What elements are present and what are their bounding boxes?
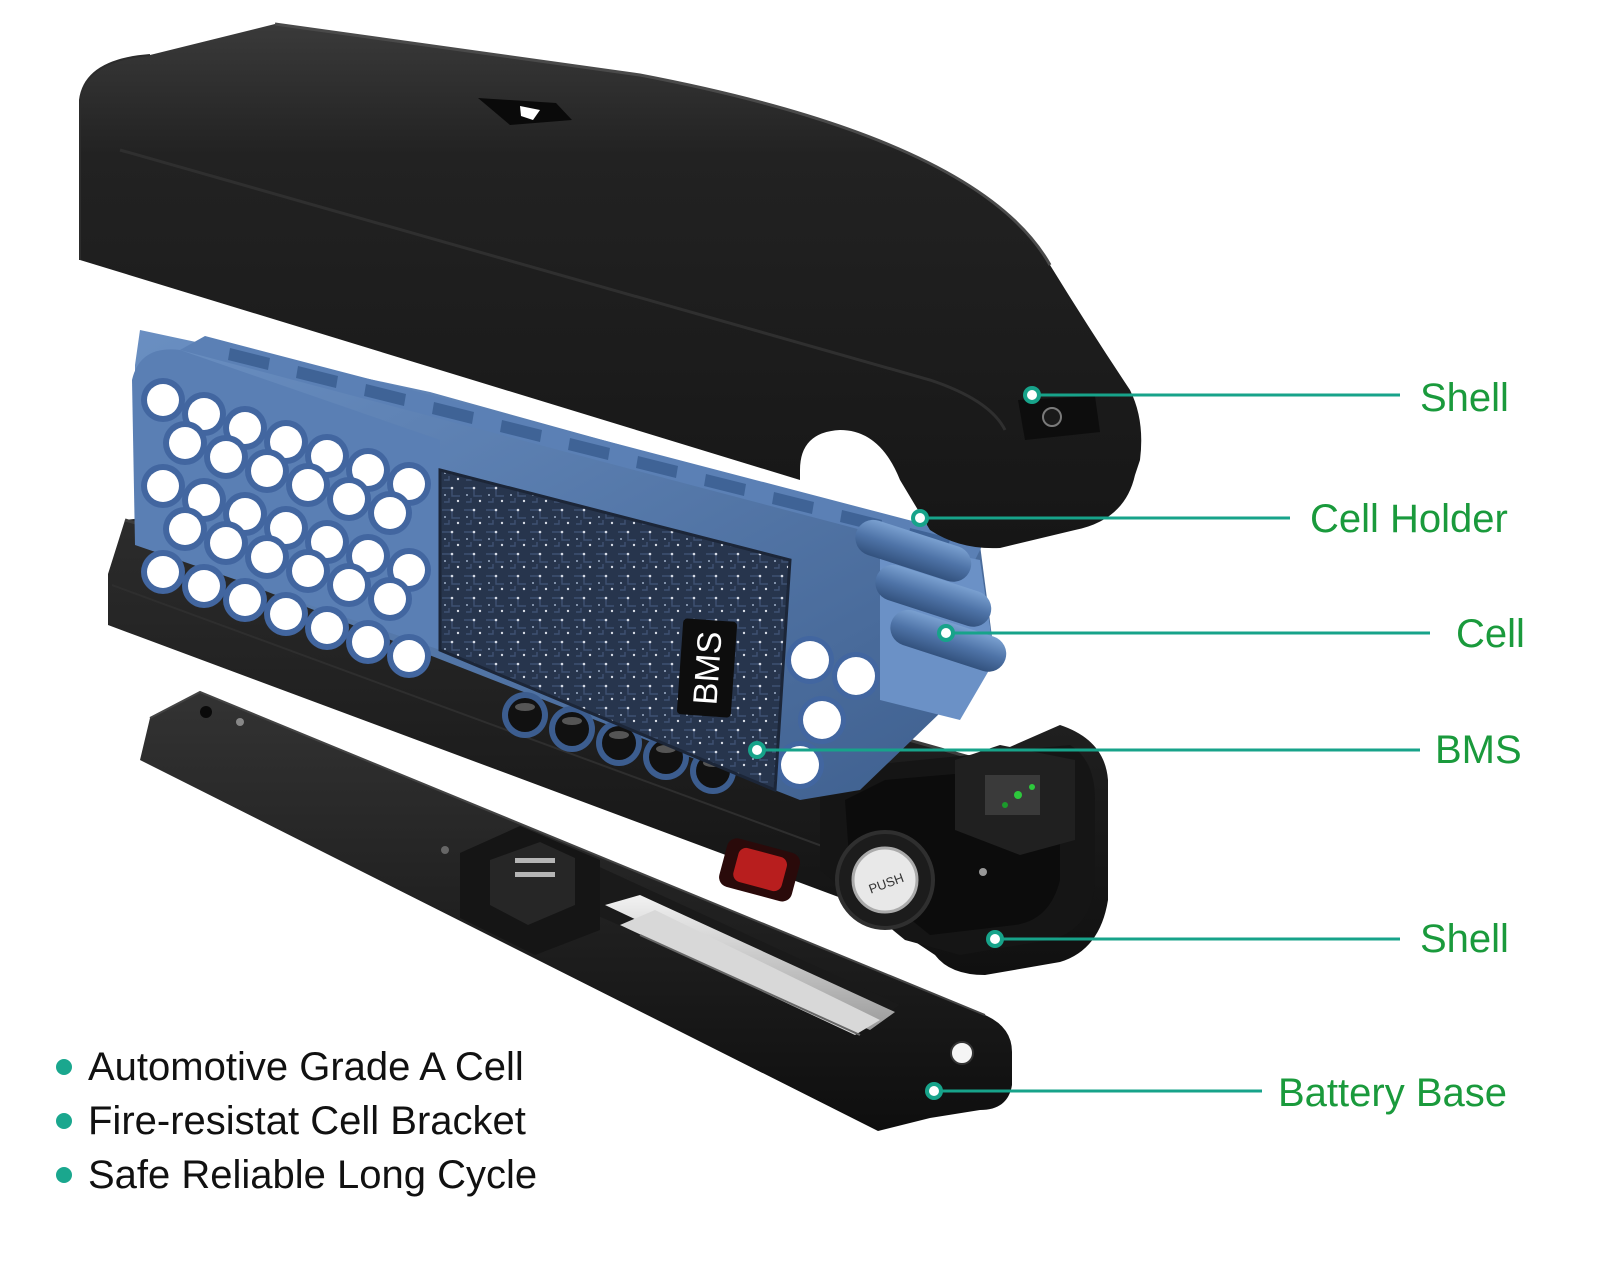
- cell-end: [311, 612, 343, 644]
- cell-end: [374, 583, 406, 615]
- cell-end: [188, 398, 220, 430]
- cell-end: [374, 497, 406, 529]
- cell-end: [188, 484, 220, 516]
- cell-end: [251, 541, 283, 573]
- cell-end: [393, 468, 425, 500]
- cell-end: [352, 540, 384, 572]
- bullet-dot: [56, 1059, 72, 1075]
- battery-base-part: [140, 690, 1012, 1131]
- cell-end: [229, 498, 261, 530]
- holder-rib: [500, 420, 542, 442]
- cell-highlight: [609, 731, 629, 739]
- callout-label-cell-holder: Cell Holder: [1310, 497, 1508, 541]
- callout-label-shell-bottom: Shell: [1420, 917, 1509, 961]
- cell-end: [270, 512, 302, 544]
- bullet-dot: [56, 1167, 72, 1183]
- cell-end: [229, 584, 261, 616]
- feature-list: Automotive Grade A Cell Fire-resistat Ce…: [56, 1040, 537, 1202]
- cell-end: [188, 570, 220, 602]
- cell-end: [169, 427, 201, 459]
- cell-end: [311, 440, 343, 472]
- cell-cylinder: [855, 519, 972, 582]
- feature-text: Safe Reliable Long Cycle: [88, 1153, 538, 1197]
- bullet-dot: [56, 1113, 72, 1129]
- cell-end: [393, 640, 425, 672]
- cell-end: [270, 426, 302, 458]
- holder-rib: [296, 366, 338, 388]
- cell-end: [169, 513, 201, 545]
- cell-end: [791, 641, 829, 679]
- cell-end: [393, 554, 425, 586]
- cell-end: [251, 455, 283, 487]
- cell-highlight: [562, 717, 582, 725]
- cell-end: [837, 657, 875, 695]
- callout-label-battery-base: Battery Base: [1278, 1071, 1508, 1115]
- leader-dot-center-shell-top: [1027, 390, 1037, 400]
- callout-label-bms: BMS: [1435, 728, 1522, 772]
- callout-leaders: [748, 386, 1430, 1100]
- holder-rib: [772, 492, 814, 514]
- leader-dot-center-cell: [941, 628, 951, 638]
- cell-end: [147, 384, 179, 416]
- leader-dot-center-battery-base: [929, 1086, 939, 1096]
- cell-highlight: [515, 703, 535, 711]
- leader-dot-center-shell-bottom: [990, 934, 1000, 944]
- top-shell-part: [79, 22, 1142, 549]
- feature-text: Fire-resistat Cell Bracket: [88, 1099, 526, 1143]
- cell-end: [333, 483, 365, 515]
- holder-rib: [568, 438, 610, 460]
- cell-end: [781, 746, 819, 784]
- bms-board-part: BMS: [438, 468, 792, 793]
- cell-end: [292, 555, 324, 587]
- cell-end: [210, 527, 242, 559]
- cell-end: [292, 469, 324, 501]
- holder-rib: [636, 456, 678, 478]
- cell-end: [270, 598, 302, 630]
- cell-end: [229, 412, 261, 444]
- cell-end: [210, 441, 242, 473]
- cell-end: [333, 569, 365, 601]
- leader-dot-center-bms: [752, 745, 762, 755]
- holder-rib: [364, 384, 406, 406]
- feature-item: Safe Reliable Long Cycle: [56, 1148, 537, 1202]
- cell-cylinder: [875, 564, 992, 627]
- cell-end: [147, 470, 179, 502]
- cell-end: [352, 454, 384, 486]
- bms-chip-label: BMS: [686, 630, 729, 706]
- feature-item: Automotive Grade A Cell: [56, 1040, 537, 1094]
- feature-item: Fire-resistat Cell Bracket: [56, 1094, 537, 1148]
- cell-end: [352, 626, 384, 658]
- callout-label-cell: Cell: [1456, 612, 1525, 656]
- cell-end: [147, 556, 179, 588]
- cell-end: [803, 701, 841, 739]
- holder-rib: [704, 474, 746, 496]
- holder-rib: [432, 402, 474, 424]
- holder-rib: [228, 348, 270, 370]
- feature-text: Automotive Grade A Cell: [88, 1045, 524, 1089]
- leader-dot-center-cell-holder: [915, 513, 925, 523]
- cell-end: [311, 526, 343, 558]
- callout-label-shell-top: Shell: [1420, 376, 1509, 420]
